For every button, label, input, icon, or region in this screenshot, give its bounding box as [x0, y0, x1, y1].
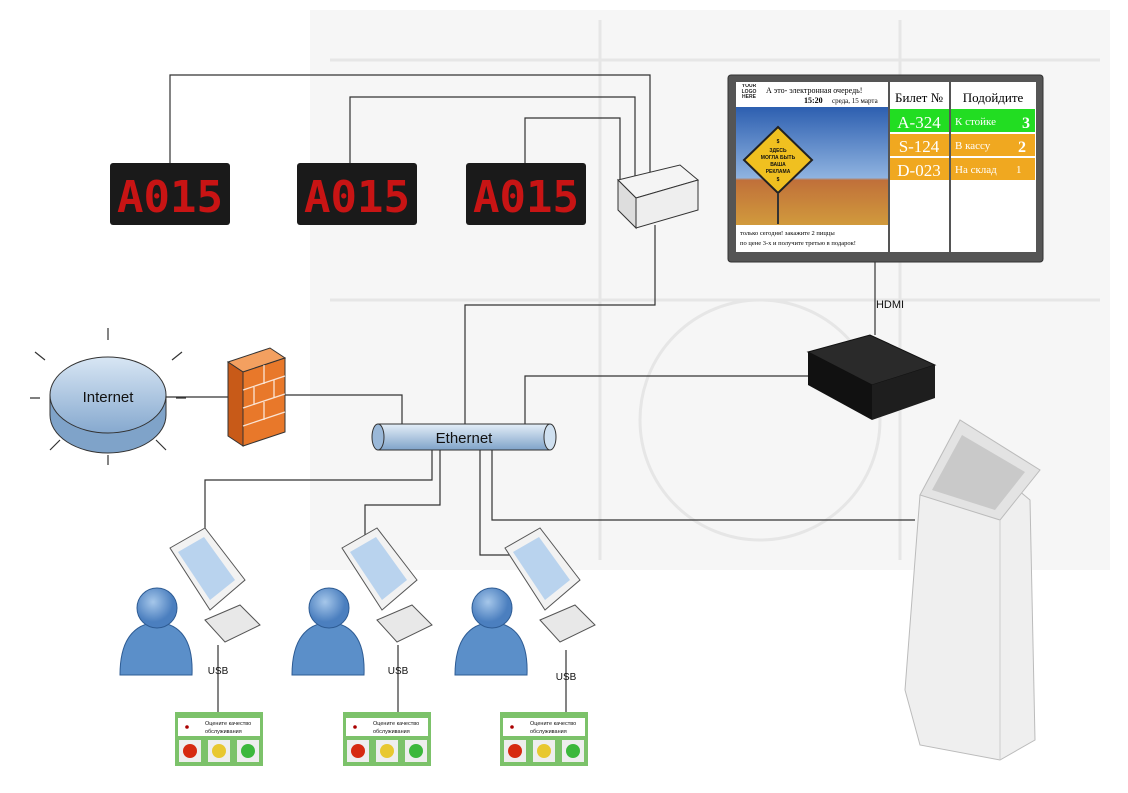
feedback-text: Оцените качество — [205, 721, 251, 727]
rating-neutral-button[interactable] — [380, 744, 394, 758]
promo-line: только сегодня! закажите 2 пиццы — [740, 230, 835, 237]
queue-row: A-324 К стойке 3 — [890, 109, 1035, 132]
col-go-header: Подойдите — [963, 90, 1024, 105]
svg-text:РЕКЛАМА: РЕКЛАМА — [766, 169, 791, 175]
queue-row: S-124 В кассу 2 — [890, 134, 1035, 156]
connection-lines — [165, 74, 915, 712]
svg-text:D-023: D-023 — [897, 161, 940, 180]
workstation: USB Оцените качество обслуживания — [119, 527, 263, 766]
rating-good-button[interactable] — [566, 744, 580, 758]
kiosk-terminal-icon — [904, 419, 1041, 761]
mini-pc-icon — [806, 334, 937, 420]
rating-neutral-button[interactable] — [212, 744, 226, 758]
screen-time: 15:20 — [804, 96, 823, 105]
feedback-text: обслуживания — [205, 729, 242, 735]
usb-label: USB — [556, 672, 577, 683]
workstation: USB Оцените качество обслуживания — [291, 527, 433, 766]
user-avatar-icon — [119, 587, 193, 676]
svg-text:1: 1 — [1016, 164, 1022, 176]
led-text: A015 — [473, 172, 579, 223]
computer-monitor-icon — [169, 527, 261, 643]
computer-monitor-icon — [504, 527, 596, 643]
ad-sign: $ ЗДЕСЬ МОГЛА БЫТЬ ВАША РЕКЛАМА $ — [742, 125, 814, 224]
svg-text:S-124: S-124 — [899, 137, 940, 156]
rating-good-button[interactable] — [241, 744, 255, 758]
svg-text:A-324: A-324 — [897, 113, 941, 132]
svg-text:ВАША: ВАША — [770, 162, 786, 168]
feedback-text: обслуживания — [373, 729, 410, 735]
col-ticket-header: Билет № — [895, 90, 943, 105]
svg-text:ЗДЕСЬ: ЗДЕСЬ — [769, 148, 787, 154]
user-avatar-icon — [291, 587, 365, 676]
logo-placeholder-box: YOUR LOGO HERE — [741, 84, 757, 101]
workstation: USB Оцените качество обслуживания — [454, 527, 596, 766]
led-text: A015 — [117, 172, 223, 223]
computer-monitor-icon — [341, 527, 433, 643]
firewall-icon — [226, 347, 287, 447]
internet-label: Internet — [83, 389, 135, 406]
usb-label: USB — [208, 666, 229, 677]
screen-date: среда, 15 марта — [832, 97, 879, 105]
svg-text:МОГЛА БЫТЬ: МОГЛА БЫТЬ — [761, 155, 796, 161]
svg-text:В кассу: В кассу — [955, 140, 991, 152]
screen-headline: А это- электронная очередь! — [766, 86, 862, 95]
queue-monitor: YOUR LOGO HERE А это- электронная очеред… — [727, 74, 1044, 263]
queue-row: D-023 На склад 1 — [890, 158, 1035, 180]
promo-line: по цене 3-х и получите третью в подарок! — [740, 240, 856, 247]
usb-label: USB — [388, 666, 409, 677]
network-switch-icon — [617, 164, 700, 230]
feedback-text: Оцените качество — [530, 721, 576, 727]
led-display: A015 — [297, 163, 417, 225]
svg-text:3: 3 — [1022, 115, 1030, 132]
logo-placeholder: YOUR LOGO HERE — [741, 84, 757, 101]
svg-text:$: $ — [777, 139, 780, 145]
feedback-panel: Оцените качество обслуживания — [343, 712, 431, 766]
feedback-panel: Оцените качество обслуживания — [500, 712, 588, 766]
internet-icon: Internet — [30, 328, 186, 465]
ethernet-bus: Ethernet — [371, 423, 557, 451]
ethernet-label: Ethernet — [436, 430, 494, 447]
feedback-panel: Оцените качество обслуживания — [175, 712, 263, 766]
rating-bad-button[interactable] — [508, 744, 522, 758]
led-text: A015 — [304, 172, 410, 223]
led-display: A015 — [110, 163, 230, 225]
rating-bad-button[interactable] — [351, 744, 365, 758]
user-avatar-icon — [454, 587, 528, 676]
rating-bad-button[interactable] — [183, 744, 197, 758]
led-display: A015 — [466, 163, 586, 225]
svg-text:К стойке: К стойке — [955, 116, 996, 128]
svg-text:2: 2 — [1018, 139, 1026, 156]
hdmi-label: HDMI — [876, 299, 904, 311]
svg-text:На склад: На склад — [955, 164, 997, 176]
rating-neutral-button[interactable] — [537, 744, 551, 758]
svg-text:$: $ — [777, 177, 780, 183]
feedback-text: Оцените качество — [373, 721, 419, 727]
feedback-text: обслуживания — [530, 729, 567, 735]
rating-good-button[interactable] — [409, 744, 423, 758]
